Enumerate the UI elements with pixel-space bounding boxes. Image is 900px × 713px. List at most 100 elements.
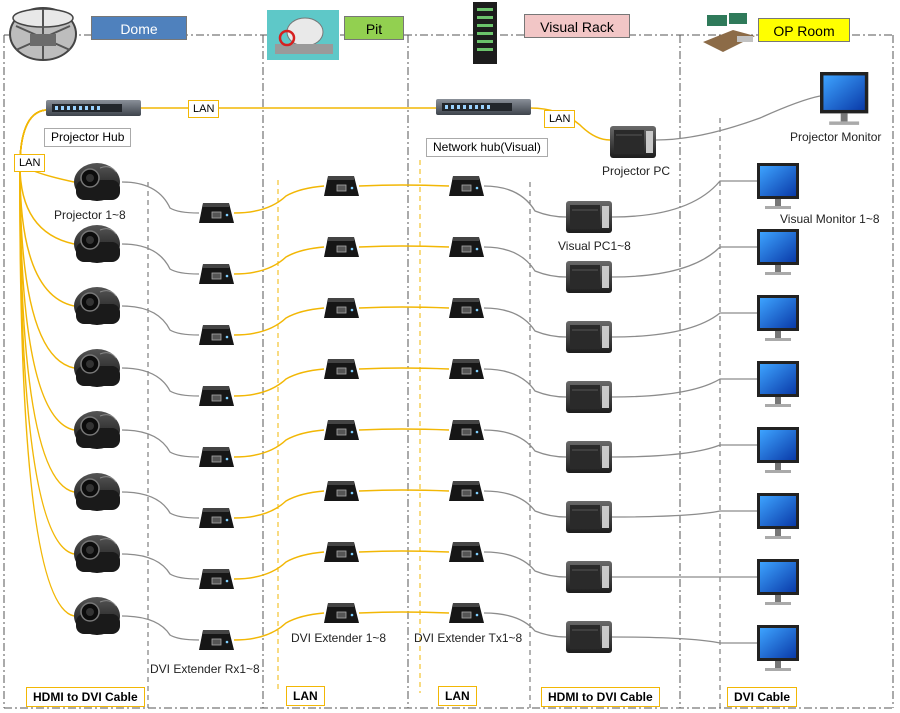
dome-cable-tag: HDMI to DVI Cable bbox=[26, 687, 145, 707]
rack-icon bbox=[473, 2, 497, 64]
dvi-rx-icon-7 bbox=[198, 568, 235, 590]
lan-tag-top: LAN bbox=[188, 100, 220, 118]
cable-projector-rx-4 bbox=[121, 367, 200, 397]
network-hub-icon bbox=[436, 99, 531, 115]
zone-label-visual-rack: Visual Rack bbox=[524, 14, 630, 38]
visual-monitor-icon-8 bbox=[757, 625, 799, 671]
visual-pc-icon-5 bbox=[565, 440, 613, 474]
dvi-rx-icon-6 bbox=[198, 507, 235, 529]
visual-monitor-icon-1 bbox=[757, 163, 799, 209]
pit-icon bbox=[267, 10, 339, 60]
lan-link-ext-tx-8 bbox=[358, 611, 450, 614]
cable-pc-monitor-5 bbox=[611, 444, 757, 458]
dvi-ext-icon-5 bbox=[323, 419, 360, 441]
lan-link-rx-ext-5 bbox=[233, 429, 325, 458]
dvi-extender-tx-label: DVI Extender Tx1~8 bbox=[414, 631, 523, 645]
dvi-extender-rx-label: DVI Extender Rx1~8 bbox=[150, 662, 260, 676]
pit-lan-tag: LAN bbox=[286, 686, 325, 706]
projector-icon-4 bbox=[73, 348, 121, 388]
dvi-rx-icon-2 bbox=[198, 263, 235, 285]
zone-label-dome: Dome bbox=[91, 16, 187, 40]
dvi-ext-icon-4 bbox=[323, 358, 360, 380]
zone-label-op-room: OP Room bbox=[758, 18, 850, 42]
lan-link-projector-8 bbox=[19, 109, 75, 617]
dvi-ext-icon-7 bbox=[323, 541, 360, 563]
devices-layer bbox=[73, 162, 799, 671]
cable-tx-pc-8 bbox=[483, 612, 567, 638]
visual-pc-icon-4 bbox=[565, 380, 613, 414]
projector-icon-5 bbox=[73, 410, 121, 450]
dvi-rx-icon-1 bbox=[198, 202, 235, 224]
lan-link-rx-ext-1 bbox=[233, 185, 325, 214]
visual-monitor-icon-4 bbox=[757, 361, 799, 407]
dvi-tx-icon-8 bbox=[448, 602, 485, 624]
cable-pc-monitor-3 bbox=[611, 312, 757, 338]
lan-link-rx-ext-6 bbox=[233, 490, 325, 519]
projector-icon-7 bbox=[73, 534, 121, 574]
lan-link-ext-tx-1 bbox=[358, 184, 450, 187]
visual-monitor-icon-6 bbox=[757, 493, 799, 539]
visual-pc-icon-7 bbox=[565, 560, 613, 594]
cable-projector-rx-3 bbox=[121, 305, 200, 336]
cable-projector-rx-5 bbox=[121, 429, 200, 458]
cable-tx-pc-7 bbox=[483, 551, 567, 578]
lan-link-ext-tx-5 bbox=[358, 428, 450, 431]
lan-tag-left: LAN bbox=[14, 154, 46, 172]
dvi-tx-icon-6 bbox=[448, 480, 485, 502]
visual-pc-icon-1 bbox=[565, 200, 613, 234]
cable-pc-monitor-6 bbox=[611, 510, 757, 518]
dvi-ext-icon-2 bbox=[323, 236, 360, 258]
network-hub-label: Network hub(Visual) bbox=[426, 138, 548, 157]
dvi-extender-label: DVI Extender 1~8 bbox=[291, 631, 387, 645]
projector-pc-icon bbox=[609, 125, 657, 159]
dvi-tx-icon-4 bbox=[448, 358, 485, 380]
cable-pc-monitor-2 bbox=[611, 246, 757, 278]
cable-projector-rx-1 bbox=[121, 181, 200, 214]
lan-link-rx-ext-2 bbox=[233, 246, 325, 275]
dvi-ext-icon-8 bbox=[323, 602, 360, 624]
dvi-rx-icon-8 bbox=[198, 629, 235, 651]
lan-link-ext-tx-3 bbox=[358, 306, 450, 309]
visual-monitor-icon-7 bbox=[757, 559, 799, 605]
projector-monitor-icon bbox=[820, 72, 869, 125]
projector-icon-6 bbox=[73, 472, 121, 512]
projector-icon-1 bbox=[73, 162, 121, 202]
op-cable-tag: DVI Cable bbox=[727, 687, 798, 707]
visual-pc-icon-2 bbox=[565, 260, 613, 294]
cable-tx-pc-4 bbox=[483, 368, 567, 398]
visual-pc-label: Visual PC1~8 bbox=[558, 239, 631, 253]
visual-monitor-icon-2 bbox=[757, 229, 799, 275]
dvi-ext-icon-1 bbox=[323, 175, 360, 197]
dvi-tx-icon-7 bbox=[448, 541, 485, 563]
inner-lanes bbox=[147, 118, 721, 708]
op-room-icon bbox=[703, 13, 755, 52]
projectors-label: Projector 1~8 bbox=[54, 208, 126, 222]
lan-link-ext-tx-7 bbox=[358, 550, 450, 553]
cable-tx-pc-1 bbox=[483, 185, 567, 218]
dvi-tx-icon-5 bbox=[448, 419, 485, 441]
lan-link-rx-ext-3 bbox=[233, 307, 325, 336]
projector-hub-icon bbox=[46, 100, 141, 116]
visual-monitor-label: Visual Monitor 1~8 bbox=[780, 212, 880, 226]
lan-link-ext-tx-2 bbox=[358, 245, 450, 248]
cable-pc-monitor-1 bbox=[611, 180, 757, 218]
cable-tx-pc-6 bbox=[483, 490, 567, 518]
lan-link-ext-tx-4 bbox=[358, 367, 450, 370]
dvi-ext-icon-3 bbox=[323, 297, 360, 319]
projector-icon-8 bbox=[73, 596, 121, 636]
dvi-rx-icon-4 bbox=[198, 385, 235, 407]
lan-link-projector-pc bbox=[529, 107, 611, 141]
cable-pc-monitor-8 bbox=[611, 636, 757, 644]
dvi-rx-icon-3 bbox=[198, 324, 235, 346]
dvi-ext-icon-6 bbox=[323, 480, 360, 502]
cable-tx-pc-5 bbox=[483, 429, 567, 458]
cable-pc-monitor-4 bbox=[611, 378, 757, 398]
projector-icon-2 bbox=[73, 224, 121, 264]
dvi-tx-icon-2 bbox=[448, 236, 485, 258]
dvi-tx-icon-1 bbox=[448, 175, 485, 197]
lan-link-rx-ext-8 bbox=[233, 612, 325, 641]
zone-label-pit: Pit bbox=[344, 16, 404, 40]
visual-pc-icon-8 bbox=[565, 620, 613, 654]
dvi-rx-icon-5 bbox=[198, 446, 235, 468]
